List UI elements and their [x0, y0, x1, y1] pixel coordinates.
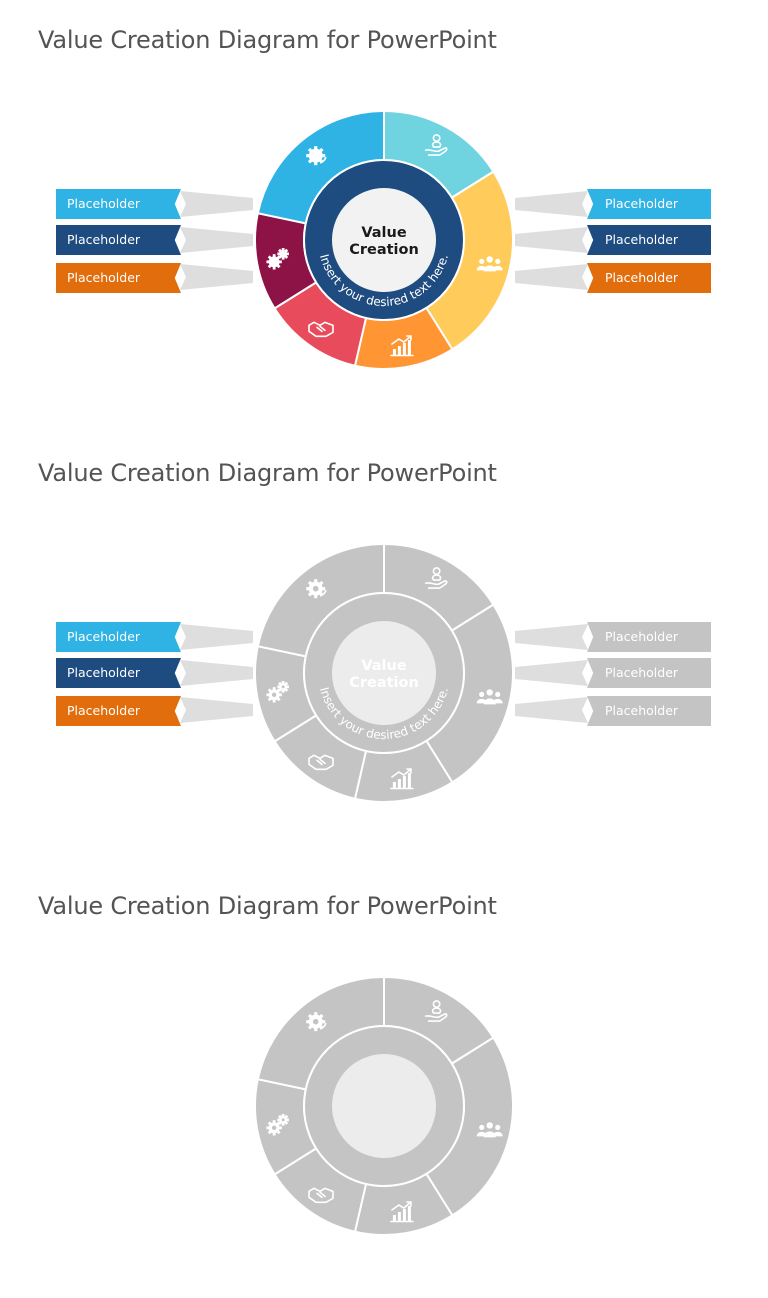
gears-icon [266, 681, 289, 703]
bar-chart-growth-icon [390, 335, 414, 357]
center-title-line-1: Value [361, 225, 407, 241]
right-connector-arrow [515, 660, 588, 686]
gears-icon [266, 248, 289, 270]
team-icon [476, 689, 503, 705]
right-placeholder-3[interactable]: Placeholder [587, 263, 711, 293]
center-circle [332, 1054, 436, 1158]
center-circle [332, 621, 436, 725]
slide-title: Value Creation Diagram for PowerPoint [38, 459, 497, 487]
left-connector-arrow [180, 264, 253, 290]
handshake-icon [308, 321, 334, 338]
left-connector-arrow [180, 697, 253, 723]
left-placeholder-2[interactable]: Placeholder [56, 225, 181, 255]
center-title-line-1: Value [361, 658, 407, 674]
left-connector-arrow [180, 660, 253, 686]
right-placeholder-1[interactable]: Placeholder [587, 189, 711, 219]
left-placeholder-2[interactable]: Placeholder [56, 658, 181, 688]
right-connector-arrow [515, 191, 588, 217]
right-placeholder-1[interactable]: Placeholder [587, 622, 711, 652]
right-placeholder-2[interactable]: Placeholder [587, 225, 711, 255]
center-title-line-2: Creation [349, 675, 419, 691]
right-connector-arrow [515, 264, 588, 290]
right-connector-arrow [515, 624, 588, 650]
right-connector-arrow [515, 697, 588, 723]
slide-3: Value Creation Diagram for PowerPoint [0, 866, 768, 1298]
team-icon [476, 256, 503, 272]
left-connector-arrow [180, 227, 253, 253]
gear-cycle-icon [306, 146, 327, 166]
slide-title: Value Creation Diagram for PowerPoint [38, 26, 497, 54]
left-connector-arrow [180, 624, 253, 650]
slide-1: Value Creation Diagram for PowerPoint Va… [0, 0, 768, 432]
right-placeholder-3[interactable]: Placeholder [587, 696, 711, 726]
handshake-icon [308, 754, 334, 771]
right-placeholder-2[interactable]: Placeholder [587, 658, 711, 688]
left-placeholder-3[interactable]: Placeholder [56, 696, 181, 726]
right-connector-arrow [515, 227, 588, 253]
slide-title: Value Creation Diagram for PowerPoint [38, 892, 497, 920]
slide-2: Value Creation Diagram for PowerPoint Va… [0, 433, 768, 865]
center-circle [332, 188, 436, 292]
center-title-line-2: Creation [349, 242, 419, 258]
hand-heart-icon [424, 567, 448, 589]
left-placeholder-1[interactable]: Placeholder [56, 189, 181, 219]
hand-heart-icon [424, 1000, 448, 1022]
left-placeholder-3[interactable]: Placeholder [56, 263, 181, 293]
value-creation-wheel [254, 975, 514, 1236]
left-connector-arrow [180, 191, 253, 217]
bar-chart-growth-icon [390, 768, 414, 790]
left-placeholder-1[interactable]: Placeholder [56, 622, 181, 652]
gear-cycle-icon [306, 579, 327, 599]
hand-heart-icon [424, 134, 448, 156]
